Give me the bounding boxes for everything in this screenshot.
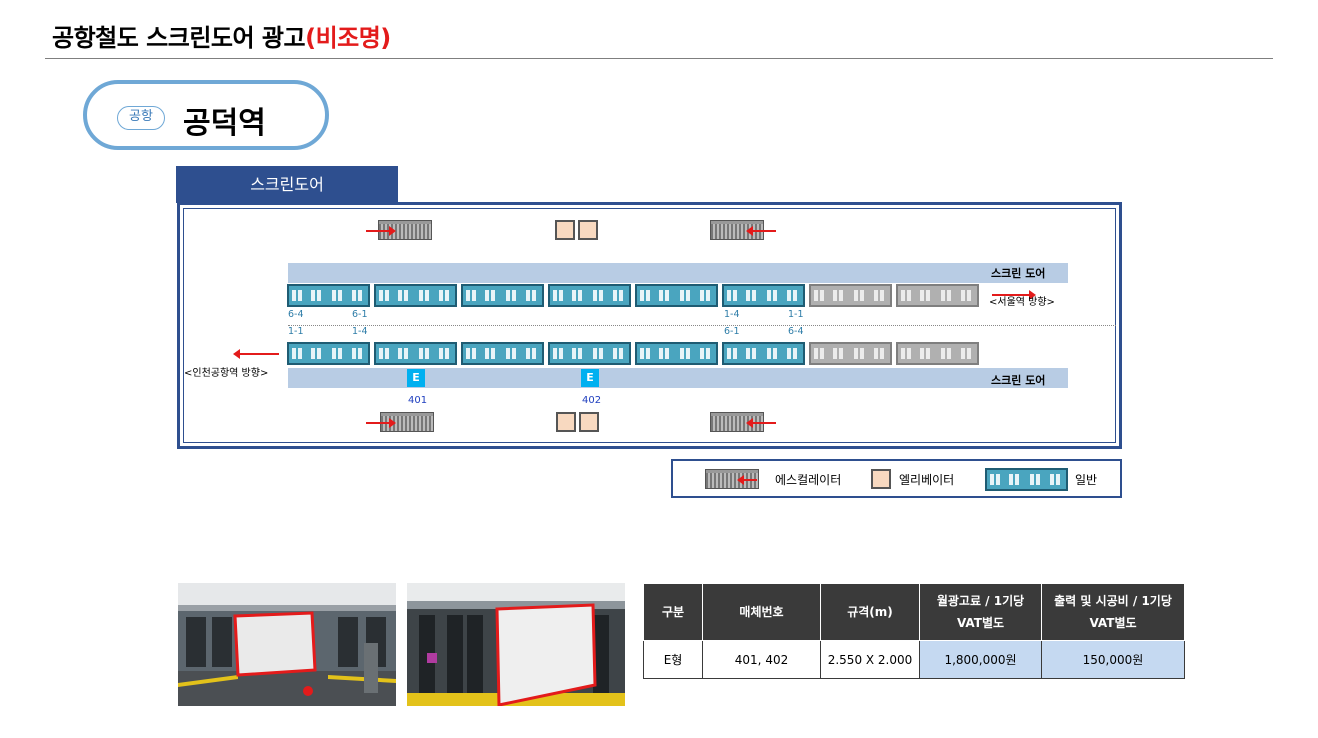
table-header: 규격(m) [820, 583, 920, 641]
arrow-left-icon [737, 475, 757, 485]
screen-door-band-top [288, 263, 1068, 283]
line-badge: 공항 [117, 106, 165, 130]
car-general [896, 284, 979, 307]
ad-slot-e[interactable]: E [581, 369, 599, 387]
car-blue [374, 284, 457, 307]
car-label: 1-4 [352, 326, 368, 337]
band-top-label: 스크린 도어 [991, 267, 1046, 280]
car-blue [722, 342, 805, 365]
arrow-right-icon [366, 418, 396, 428]
car-general [809, 342, 892, 365]
car-label: 6-4 [288, 309, 304, 320]
car-icon [985, 468, 1068, 491]
car-blue [461, 284, 544, 307]
car-blue [635, 284, 718, 307]
car-general [896, 342, 979, 365]
table-cell: 2.550 X 2.000 [820, 640, 920, 679]
legend-escalator: 에스컬레이터 [775, 473, 842, 487]
car-label: 1-1 [788, 309, 804, 320]
car-blue [548, 284, 631, 307]
table-row: E형 401, 402 2.550 X 2.000 1,800,000원 150… [643, 640, 1185, 679]
car-blue [287, 342, 370, 365]
elevator-icon [871, 469, 891, 489]
arrow-right-icon [366, 226, 396, 236]
table-cell: 1,800,000원 [919, 640, 1042, 679]
car-blue [287, 284, 370, 307]
legend-elevator: 엘리베이터 [899, 473, 955, 487]
arrow-left-icon [746, 418, 776, 428]
title-divider [45, 58, 1273, 59]
car-label: 6-1 [724, 326, 740, 337]
elevator-icon [579, 412, 599, 432]
car-blue [374, 342, 457, 365]
table-cell: 150,000원 [1041, 640, 1185, 679]
tab-screendoor[interactable]: 스크린도어 [176, 166, 398, 203]
elevator-icon [556, 412, 576, 432]
car-blue [722, 284, 805, 307]
legend: 에스컬레이터 엘리베이터 일반 [671, 459, 1122, 498]
ad-slot-e[interactable]: E [407, 369, 425, 387]
station-photo-2 [407, 583, 625, 706]
direction-seoul: <서울역 방향> [989, 297, 1055, 308]
ad-slot-number: 401 [408, 395, 428, 406]
car-blue [461, 342, 544, 365]
car-blue [635, 342, 718, 365]
page-title: 공항철도 스크린도어 광고(비조명) [52, 24, 391, 52]
station-photo-1 [178, 583, 396, 706]
car-general [809, 284, 892, 307]
arrow-left-icon [233, 349, 279, 359]
band-bottom-label: 스크린 도어 [991, 374, 1046, 387]
station-pill: 공항 공덕역 [83, 80, 329, 150]
table-cell: 401, 402 [702, 640, 821, 679]
table-header: 매체번호 [702, 583, 821, 641]
arrow-left-icon [746, 226, 776, 236]
station-name: 공덕역 [183, 106, 266, 141]
elevator-icon [578, 220, 598, 240]
arrow-right-icon [992, 290, 1036, 300]
legend-general: 일반 [1075, 473, 1098, 487]
screen-door-band-bottom [288, 368, 1068, 388]
track-divider [288, 325, 1116, 326]
table-header: 구분 [643, 583, 703, 641]
escalator-icon [705, 469, 759, 489]
ad-slot-number: 402 [582, 395, 602, 406]
car-label: 6-1 [352, 309, 368, 320]
elevator-icon [555, 220, 575, 240]
car-label: 6-4 [788, 326, 804, 337]
title-highlight: (비조명) [305, 24, 391, 52]
car-label: 1-4 [724, 309, 740, 320]
car-blue [548, 342, 631, 365]
direction-incheon: <인천공항역 방향> [184, 368, 269, 379]
car-label: 1-1 [288, 326, 304, 337]
table-cell: E형 [643, 640, 703, 679]
